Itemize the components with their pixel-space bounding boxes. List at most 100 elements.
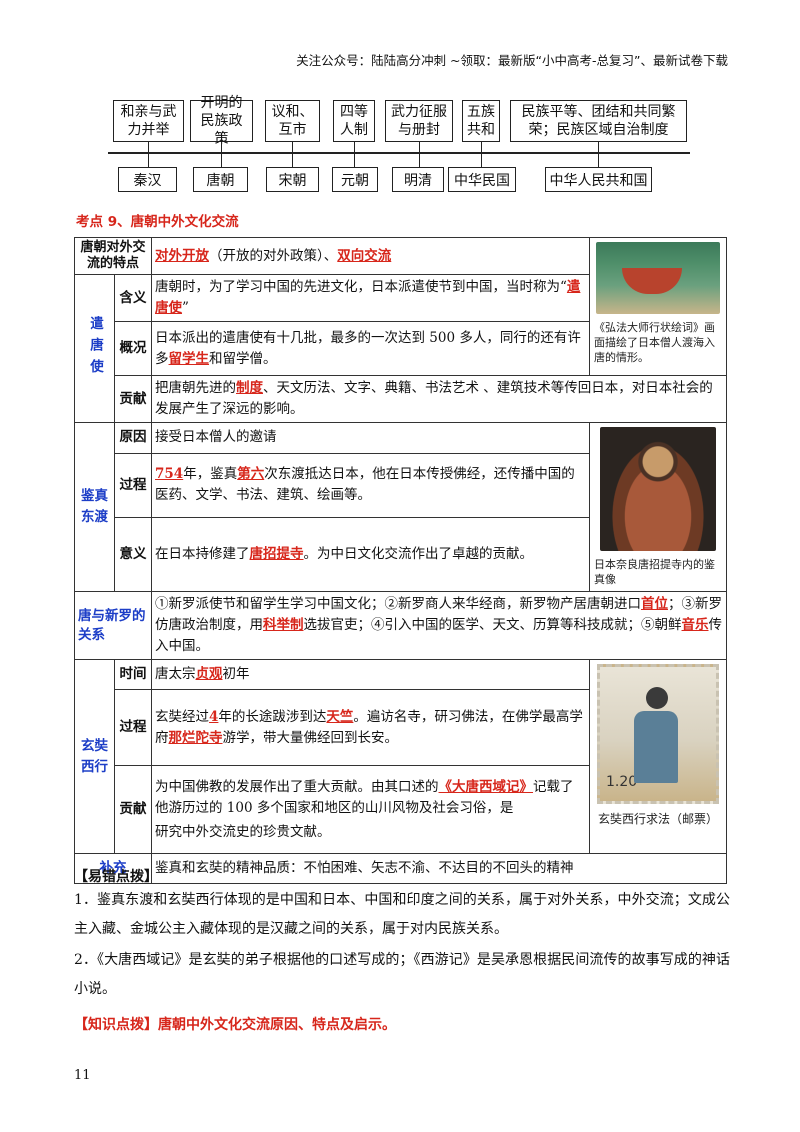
- timeline-tick: [292, 142, 293, 167]
- key-term: 科举制: [263, 617, 304, 633]
- timeline-period-1: 秦汉: [118, 167, 177, 192]
- text-run: ①新罗派使节和留学生学习中国文化；②新罗商人来华经商，新罗物产居唐朝进口: [155, 596, 642, 612]
- text-line: 为中国佛教的发展作出了重大贡献。由其口述的《大唐西域记》记载了他游历过的 100…: [155, 777, 586, 819]
- envoy-image-cell: 《弘法大师行状绘词》画面描绘了日本僧人渡海入唐的情形。: [589, 237, 728, 376]
- xuanzang-contribution-text: 为中国佛教的发展作出了重大贡献。由其口述的《大唐西域记》记载了他游历过的 100…: [151, 765, 591, 854]
- jianzhen-process-text: 754年，鉴真第六次东渡抵达日本，他在日本传授佛经，还传播中国的医药、文学、书法…: [151, 452, 591, 518]
- envoy-image-caption: 《弘法大师行状绘词》画面描绘了日本僧人渡海入唐的情形。: [594, 321, 716, 364]
- jianzhen-process-label: 过程: [113, 452, 153, 518]
- timeline-policy-4: 四等人制: [333, 100, 375, 142]
- xuanzang-stamp-image: 1.20: [597, 664, 720, 804]
- timeline-period-3: 宋朝: [266, 167, 319, 192]
- xuanzang-time-label: 时间: [113, 659, 153, 690]
- jianzhen-reason-text: 接受日本僧人的邀请: [151, 422, 591, 454]
- text-line: 研究中外交流史的珍贵文献。: [155, 823, 331, 840]
- xuanzang-image-cell: 1.20 玄奘西行求法（邮票）: [589, 659, 728, 854]
- text-run: 唐太宗: [155, 666, 196, 682]
- envoy-overview-text: 日本派出的遣唐使有十几批，最多的一次达到 500 多人，同行的还有许多留学生和留…: [151, 321, 591, 376]
- topic-xuanzang: 玄奘西行: [74, 659, 115, 854]
- text-run: 日本派出的遣唐使有十几批，最多的一次达到 500 多人，同行的还有许多: [155, 329, 581, 367]
- text-run: 玄奘经过: [155, 708, 210, 725]
- tips-paragraph-2: 2．《大唐西域记》是玄奘的弟子根据他的口述写成的；《西游记》是吴承恩根据民间流传…: [74, 952, 730, 997]
- text-run: 把唐朝先进的: [155, 380, 237, 396]
- jianzhen-image-cell: 日本奈良唐招提寺内的鉴真像: [589, 422, 728, 592]
- key-term: 首位: [641, 596, 669, 612]
- text-run: 选拔官吏；④引入中国的医学、天文、历算等科技成就；⑤朝鲜: [303, 617, 682, 633]
- features-text: 对外开放（开放的对外政策）、双向交流: [151, 237, 591, 275]
- xuanzang-contribution-label: 贡献: [113, 765, 153, 854]
- key-term: 对外开放: [155, 247, 210, 264]
- jianzhen-statue-image: [600, 427, 717, 551]
- envoy-meaning-label: 含义: [113, 274, 153, 322]
- xuanzang-process-label: 过程: [113, 689, 153, 766]
- jianzhen-significance-text: 在日本持修建了唐招提寺。为中日文化交流作出了卓越的贡献。: [151, 516, 591, 593]
- envoy-contribution-label: 贡献: [113, 375, 153, 423]
- text-run: 为中国佛教的发展作出了重大贡献。由其口述的: [155, 778, 439, 795]
- timeline-tick: [148, 142, 149, 167]
- text-run: 初年: [222, 666, 250, 682]
- timeline-period-5: 明清: [392, 167, 444, 192]
- timeline-period-6: 中华民国: [448, 167, 516, 192]
- key-term: 那烂陀寺: [168, 729, 223, 746]
- header-note: 关注公众号：陆陆高分冲刺 ~领取：最新版“小中高考-总复习”、最新试卷下载: [296, 53, 728, 68]
- text-run: 。为中日文化交流作出了卓越的贡献。: [303, 545, 534, 562]
- supplement-label: 补充: [73, 853, 153, 884]
- timeline-tick: [481, 142, 482, 167]
- topic-silla: 唐与新罗的关系: [73, 591, 153, 660]
- timeline-period-2: 唐朝: [193, 167, 248, 192]
- text-run: 唐朝时，为了学习中国的先进文化，日本派遣使节到中国，当时称为“: [155, 279, 567, 295]
- timeline-period-7: 中华人民共和国: [545, 167, 652, 192]
- timeline-policy-7: 民族平等、团结和共同繁荣；民族区域自治制度: [510, 100, 687, 142]
- envoy-overview-label: 概况: [113, 321, 153, 376]
- timeline-tick: [221, 142, 222, 167]
- tips-title: 【易错点拨】: [74, 869, 158, 885]
- timeline-policy-1: 和亲与武力并举: [113, 100, 184, 142]
- knowledge-title: 【知识点拨】唐朝中外文化交流原因、特点及启示。: [74, 1017, 396, 1033]
- timeline-period-4: 元朝: [332, 167, 378, 192]
- key-term: 唐招提寺: [249, 545, 304, 562]
- timeline-axis: [108, 152, 690, 154]
- xuanzang-time-text: 唐太宗贞观初年: [151, 659, 591, 690]
- jianzhen-significance-label: 意义: [113, 516, 153, 593]
- text-run: 在日本持修建了: [155, 545, 250, 562]
- silla-text: ①新罗派使节和留学生学习中国文化；②新罗商人来华经商，新罗物产居唐朝进口首位；③…: [151, 591, 728, 660]
- key-term: 贞观: [195, 666, 223, 682]
- text-run: 年，鉴真: [183, 466, 238, 483]
- xuanzang-process-text: 玄奘经过4年的长途跋涉到达天竺。遍访名寺，研习佛法，在佛学最高学府那烂陀寺游学，…: [151, 689, 591, 766]
- text-run: 游学，带大量佛经回到长安。: [222, 729, 399, 746]
- envoy-painting-image: [596, 242, 721, 314]
- text-run: ”: [182, 300, 189, 316]
- jianzhen-reason-label: 原因: [113, 422, 153, 454]
- section-title: 考点 9、唐朝中外文化交流: [76, 214, 239, 230]
- timeline-policy-5: 武力征服与册封: [385, 100, 453, 142]
- features-label: 唐朝对外交流的特点: [73, 237, 153, 275]
- text-run: ；③新罗仿唐政治制度，用: [155, 596, 723, 633]
- text-run: 记载了他游历过的 100 多个国家和地区的山川风物及社会习俗，是: [155, 778, 574, 816]
- key-term: 留学生: [168, 350, 210, 367]
- text-run: 。遍访名寺，研习佛法，在佛学最高学府: [155, 708, 583, 746]
- timeline-policy-2: 开明的民族政策: [190, 95, 253, 147]
- key-term: 天竺: [326, 708, 354, 725]
- timeline-policy-3: 议和、互市: [265, 100, 320, 142]
- text-run: 年的长途跋涉到达: [218, 708, 327, 725]
- key-term: 《大唐西域记》: [438, 778, 534, 795]
- tips-paragraph-1: 1．鉴真东渡和玄奘西行体现的是中国和日本、中国和印度之间的关系，属于对外关系，中…: [74, 892, 730, 937]
- page-number: 11: [74, 1068, 91, 1083]
- topic-jianzhen: 鉴真东渡: [74, 422, 115, 592]
- envoy-contribution-text: 把唐朝先进的制度、天文历法、文字、典籍、书法艺术 、建筑技术等传回日本，对日本社…: [151, 375, 728, 423]
- text-run: 、天文历法、文字、典籍、书法艺术 、建筑技术等传回日本，对日本社会的发展产生了深…: [155, 380, 713, 417]
- text-run: 次东渡抵达日本，他在日本传授佛经，还传播中国的医药、文学、书法、建筑、绘画等。: [155, 466, 575, 504]
- key-term: 第六: [237, 466, 265, 483]
- envoy-meaning-text: 唐朝时，为了学习中国的先进文化，日本派遣使节到中国，当时称为“遣唐使”: [151, 274, 591, 322]
- topic-envoys: 遣唐使: [74, 274, 115, 423]
- key-term: 制度: [236, 380, 264, 396]
- exchange-table: 唐朝对外交流的特点 对外开放（开放的对外政策）、双向交流 《弘法大师行状绘词》画…: [73, 237, 728, 884]
- key-term: 双向交流: [337, 247, 392, 264]
- timeline-tick: [419, 142, 420, 167]
- key-term: 754: [155, 466, 184, 483]
- timeline-policy-6: 五族共和: [462, 100, 500, 142]
- key-term: 遣唐使: [155, 279, 581, 316]
- text-run: 和留学僧。: [209, 350, 277, 367]
- text-run: 传入中国。: [155, 617, 723, 654]
- key-term: 音乐: [681, 617, 709, 633]
